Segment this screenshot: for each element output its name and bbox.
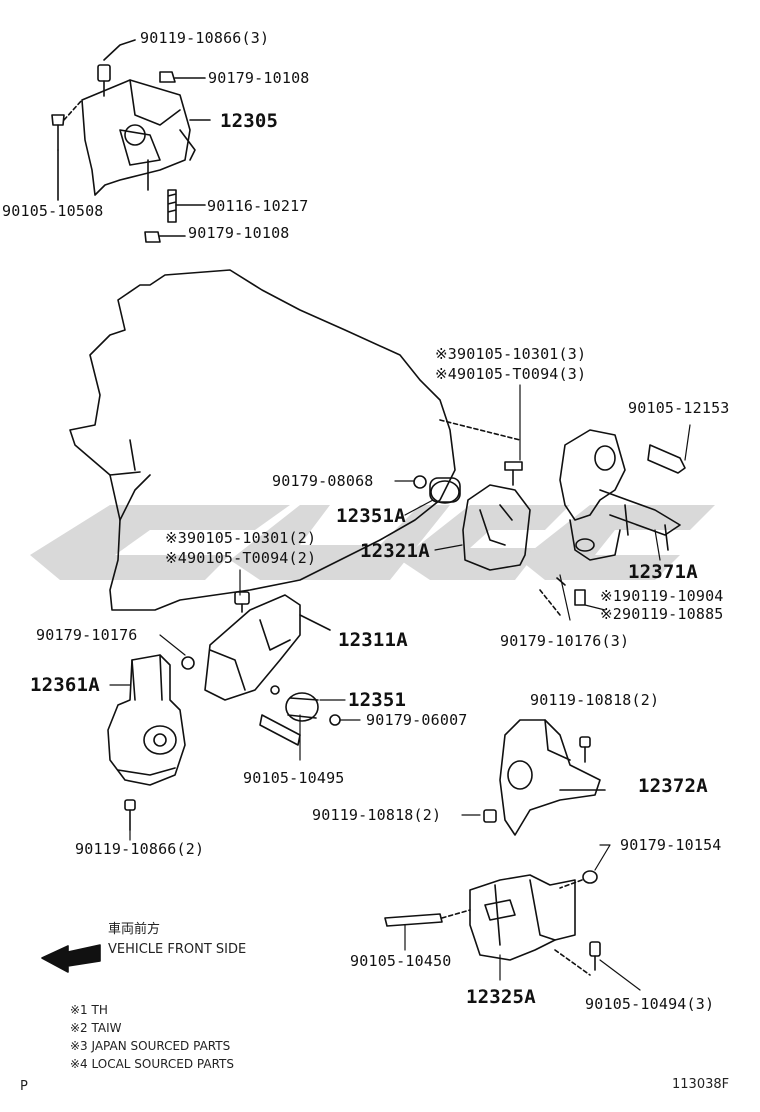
mount-12321a (413, 419, 561, 616)
part-label-12351: 12351 (348, 689, 407, 711)
part-label-12321A: 12321A (360, 540, 430, 562)
part-label-12361A: 12361A (30, 674, 100, 696)
part-label-90119-10866-3: 90119-10866(3) (140, 29, 270, 47)
part-label-90119-10866-2: 90119-10866(2) (75, 840, 205, 858)
part-label-90179-06007: 90179-06007 (366, 711, 468, 729)
part-label-12351A: 12351A (336, 505, 406, 527)
part-label-jp-90105-10301-3: ※390105-10301(3) (435, 345, 587, 363)
part-label-local-90105-T0094-2: ※490105-T0094(2) (165, 549, 317, 567)
part-label-12311A: 12311A (338, 629, 408, 651)
part-label-12372A: 12372A (638, 775, 708, 797)
part-label-12305: 12305 (220, 110, 279, 132)
part-label-90105-10450: 90105-10450 (350, 952, 452, 970)
part-label-90179-10108-top: 90179-10108 (208, 69, 310, 87)
mount-12372a (483, 719, 606, 836)
part-label-90116-10217: 90116-10217 (207, 197, 309, 215)
part-label-90179-10154: 90179-10154 (620, 836, 722, 854)
part-label-90105-10494-3: 90105-10494(3) (585, 995, 715, 1013)
mount-12325a (384, 870, 601, 976)
part-label-jp-90105-10301-2: ※390105-10301(2) (165, 529, 317, 547)
direction-label-en: VEHICLE FRONT SIDE (108, 942, 247, 957)
mount-12371a (556, 429, 686, 606)
mount-12305 (81, 79, 196, 196)
part-label-taiw-90119-10885: ※290119-10885 (600, 605, 724, 623)
part-label-th-90119-10904: ※190119-10904 (600, 587, 724, 605)
part-label-12371A: 12371A (628, 561, 698, 583)
part-label-90179-10176-3: 90179-10176(3) (500, 632, 630, 650)
mount-12311a (181, 591, 341, 746)
figure-number: 113038F (672, 1077, 730, 1092)
footnote-3: ※3 JAPAN SOURCED PARTS (70, 1039, 231, 1053)
corner-marker: P (20, 1079, 28, 1094)
part-label-90179-10108-bottom: 90179-10108 (188, 224, 290, 242)
leader-lines (109, 384, 691, 991)
part-label-90179-08068: 90179-08068 (272, 472, 374, 490)
front-arrow-icon (41, 944, 101, 973)
mount-12361a (107, 654, 186, 831)
part-label-local-90105-T0094-3: ※490105-T0094(3) (435, 365, 587, 383)
direction-label-jp: 車両前方 (108, 922, 161, 937)
part-label-12325A: 12325A (466, 986, 536, 1008)
engine-outline (69, 269, 456, 611)
part-label-90105-12153: 90105-12153 (628, 399, 730, 417)
watermark-logo (30, 505, 715, 580)
footnote-1: ※1 TH (70, 1003, 108, 1017)
part-label-90105-10508: 90105-10508 (2, 202, 104, 220)
footnote-4: ※4 LOCAL SOURCED PARTS (70, 1057, 234, 1071)
part-label-90119-10818-2-top: 90119-10818(2) (530, 691, 660, 709)
part-label-90105-10495: 90105-10495 (243, 769, 345, 787)
footnote-2: ※2 TAIW (70, 1021, 122, 1035)
part-label-90119-10818-2-bottom: 90119-10818(2) (312, 806, 442, 824)
part-label-90179-10176: 90179-10176 (36, 626, 138, 644)
